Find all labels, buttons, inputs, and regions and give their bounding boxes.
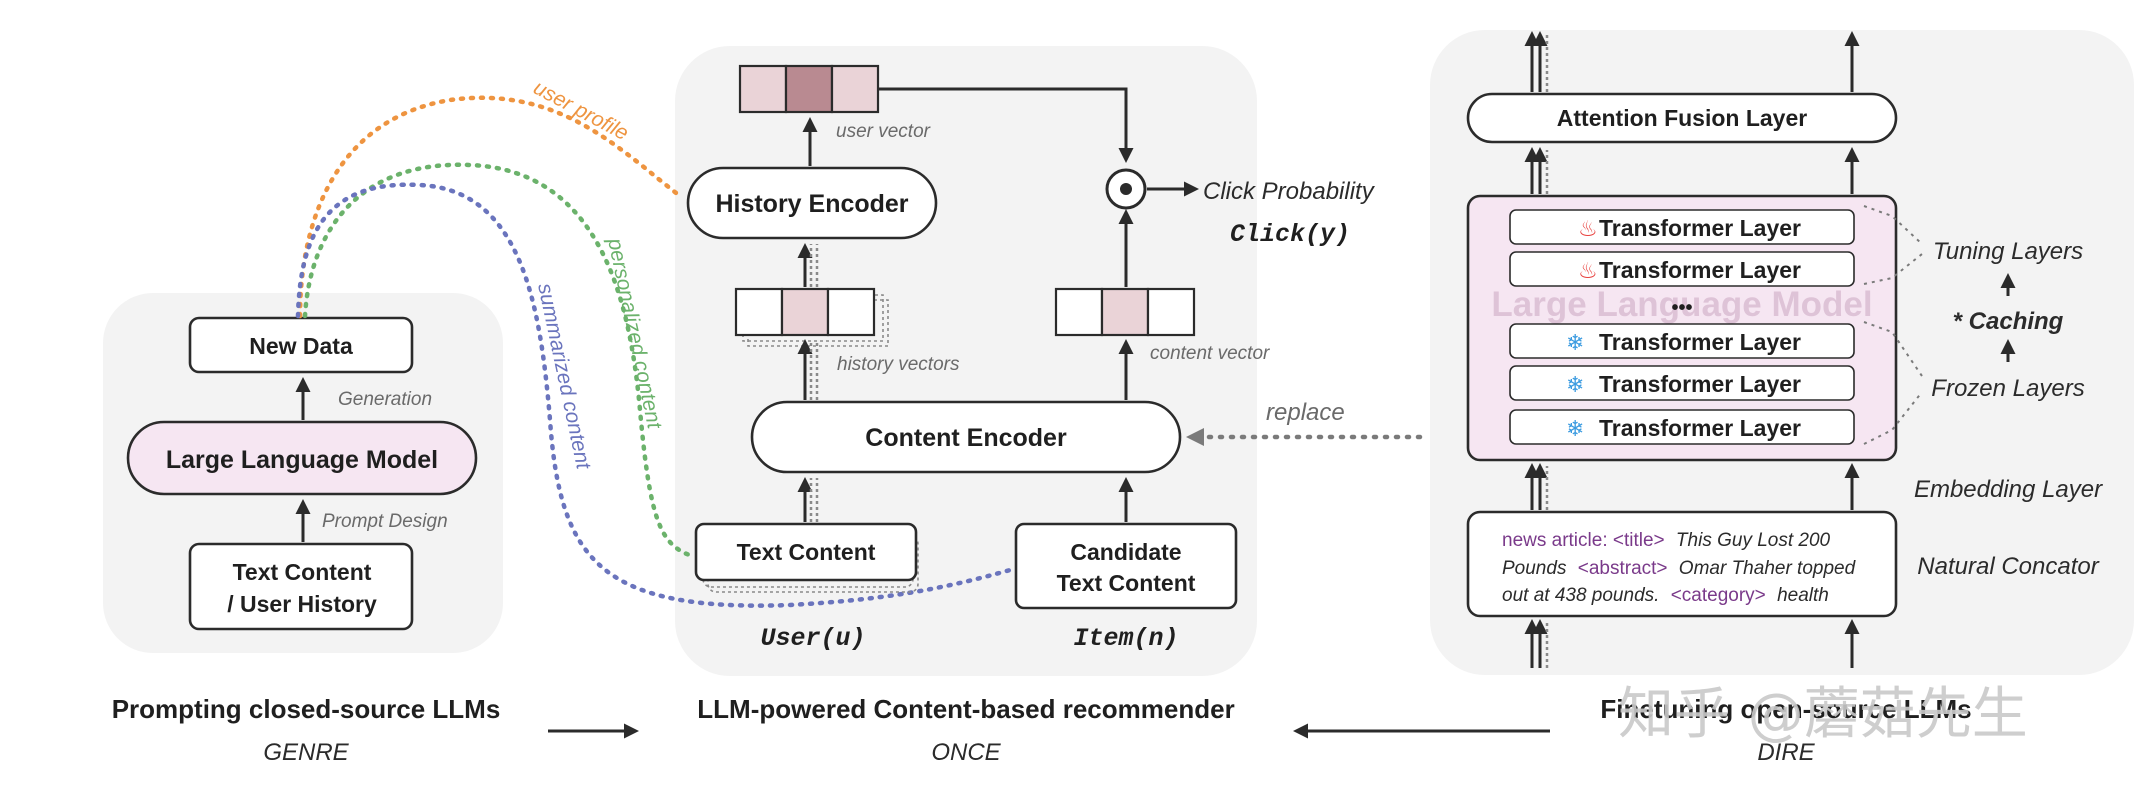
news-line2-text1: Pounds xyxy=(1502,558,1567,579)
left-text-content-line1: Text Content xyxy=(233,559,372,585)
news-line-3: out at 438 pounds. <category> health xyxy=(1502,585,1829,606)
news-line2-tag: <abstract> xyxy=(1578,558,1668,579)
snowflake-icon: ❄ xyxy=(1566,417,1584,442)
personalized-content-curve xyxy=(302,162,695,559)
news-line-2: Pounds <abstract> Omar Thaher topped xyxy=(1502,558,1857,579)
content-vector-cell-1 xyxy=(1054,287,1104,337)
click-y-label: Click(y) xyxy=(1230,220,1350,249)
natural-concator-label: Natural Concator xyxy=(1917,553,2099,580)
summarized-content-label: summarized content xyxy=(533,281,595,472)
news-article-box xyxy=(1466,510,1898,618)
footer-mid-title: LLM-powered Content-based recommender xyxy=(697,694,1234,724)
content-encoder-label: Content Encoder xyxy=(865,424,1067,452)
candidate-line1: Candidate xyxy=(1070,539,1181,565)
left-text-content-box xyxy=(188,542,414,631)
content-vector-label: content vector xyxy=(1150,343,1270,364)
candidate-box xyxy=(1014,522,1238,610)
personalized-content-label: personalized content xyxy=(603,235,666,431)
tuning-layers-label: Tuning Layers xyxy=(1933,238,2083,265)
snowflake-icon: ❄ xyxy=(1566,373,1584,398)
news-line2-text2: Omar Thaher topped xyxy=(1679,558,1857,579)
content-vector-cell-3 xyxy=(1146,287,1196,337)
embedding-layer-label: Embedding Layer xyxy=(1914,476,2103,503)
left-llm-label: Large Language Model xyxy=(166,446,438,474)
prompt-design-label: Prompt Design xyxy=(322,511,448,532)
history-vector-cell-1 xyxy=(734,287,784,337)
left-llm-box xyxy=(126,420,478,496)
frozen-bracket xyxy=(1863,321,1923,445)
replace-arrow-head xyxy=(1186,428,1204,446)
new-data-label: New Data xyxy=(249,333,353,359)
news-line1-text: This Guy Lost 200 xyxy=(1676,530,1831,551)
candidate-line2: Text Content xyxy=(1057,570,1196,596)
transformer-layer-2-label: Transformer Layer xyxy=(1599,257,1801,283)
user-u-label: User(u) xyxy=(760,624,865,653)
content-encoder-box xyxy=(750,400,1182,474)
replace-label: replace xyxy=(1266,399,1345,426)
footer-left-sub: GENRE xyxy=(263,739,349,766)
transformer-layer-4-label: Transformer Layer xyxy=(1599,371,1801,397)
flame-icon: ♨ xyxy=(1578,259,1598,284)
transformer-layer-5-label: Transformer Layer xyxy=(1599,415,1801,441)
history-encoder-label: History Encoder xyxy=(715,190,908,218)
footer-right-sub: DIRE xyxy=(1757,739,1815,766)
history-vector-cell-2 xyxy=(780,287,830,337)
transformer-layer-1-label: Transformer Layer xyxy=(1599,215,1801,241)
transformer-layer-3: ❄ Transformer Layer xyxy=(1509,323,1855,359)
news-line-1: news article: <title> This Guy Lost 200 xyxy=(1502,530,1831,551)
footer-mid-sub: ONCE xyxy=(931,739,1001,766)
user-profile-curve xyxy=(297,95,683,319)
transformer-layer-5: ❄ Transformer Layer xyxy=(1509,409,1855,445)
right-llm-ghost-label: Large Language Model xyxy=(1491,285,1872,324)
history-encoder-box xyxy=(686,166,938,240)
user-profile-label: user profile xyxy=(530,76,633,145)
transformer-ellipsis: ••• xyxy=(1671,297,1692,319)
caching-label: * Caching xyxy=(1953,308,2064,335)
news-line3-text1: out at 438 pounds. xyxy=(1502,585,1659,606)
history-vector-cell-3 xyxy=(826,287,876,337)
left-text-content-line2: / User History xyxy=(227,591,377,617)
footer-left-title: Prompting closed-source LLMs xyxy=(112,694,501,724)
tuning-bracket xyxy=(1863,205,1923,285)
user-vector-cell-3 xyxy=(830,64,880,114)
transformer-layer-2: ♨ Transformer Layer xyxy=(1509,251,1855,287)
transformer-layer-3-label: Transformer Layer xyxy=(1599,329,1801,355)
news-line3-text2: health xyxy=(1777,585,1829,606)
text-content-label: Text Content xyxy=(737,539,876,565)
news-line3-tag: <category> xyxy=(1671,585,1766,606)
attention-fusion-label: Attention Fusion Layer xyxy=(1557,105,1808,131)
attention-fusion-box xyxy=(1466,92,1898,144)
user-vector-label: user vector xyxy=(836,121,931,142)
watermark-text: 知乎 @蘑菇先生 xyxy=(1618,682,2028,747)
news-line1-tag: news article: <title> xyxy=(1502,530,1665,551)
text-content-box xyxy=(694,522,918,582)
flame-icon: ♨ xyxy=(1578,217,1598,242)
item-n-label: Item(n) xyxy=(1073,624,1178,653)
transformer-layer-4: ❄ Transformer Layer xyxy=(1509,365,1855,401)
click-probability-label: Click Probability xyxy=(1203,178,1376,205)
frozen-layers-label: Frozen Layers xyxy=(1931,375,2084,402)
generation-label: Generation xyxy=(338,389,432,410)
footer-right-title: Finetuning open-source LLMs xyxy=(1600,694,1971,724)
dot-product-center xyxy=(1120,183,1132,195)
summarized-content-curve xyxy=(295,182,1013,608)
content-vector-cell-2 xyxy=(1100,287,1150,337)
history-vectors-label: history vectors xyxy=(837,354,960,375)
snowflake-icon: ❄ xyxy=(1566,331,1584,356)
user-vector-cell-1 xyxy=(738,64,788,114)
transformer-layer-1: ♨ Transformer Layer xyxy=(1509,209,1855,245)
user-vector-cell-2 xyxy=(784,64,834,114)
user-vector-to-dot-arrow xyxy=(878,87,1134,163)
